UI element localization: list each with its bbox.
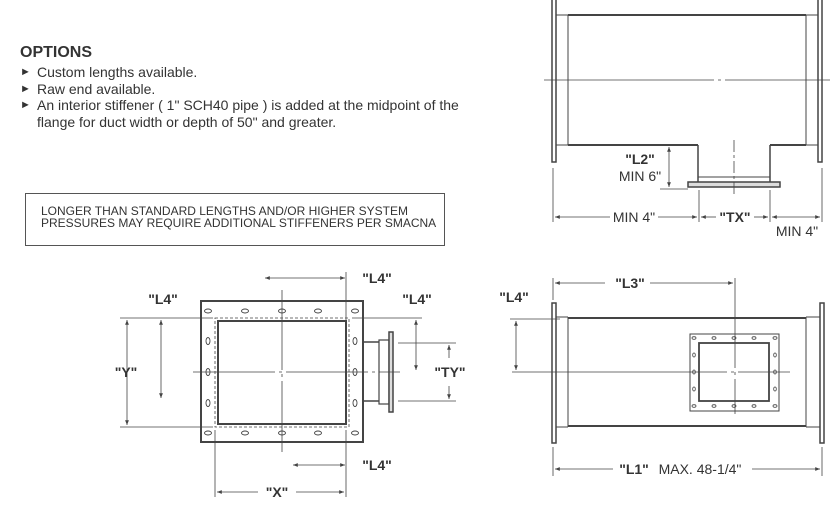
top-view [510, 278, 825, 476]
min-right-label: MIN 4" [776, 223, 818, 239]
x-label: "X" [266, 484, 289, 500]
l2-min-label: MIN 6" [619, 168, 661, 184]
options-section: OPTIONS Custom lengths available. Raw en… [20, 44, 460, 130]
options-list: Custom lengths available. Raw end availa… [20, 64, 460, 130]
option-item: An interior stiffener ( 1" SCH40 pipe ) … [20, 97, 460, 130]
l4-right-label: "L4" [402, 291, 432, 307]
l2-label: "L2" [625, 151, 655, 167]
l3-label: "L3" [615, 275, 645, 291]
l4-bottom-label: "L4" [362, 457, 392, 473]
option-item: Custom lengths available. [20, 64, 460, 81]
l1-label: "L1" [619, 461, 649, 477]
l4-left-label: "L4" [148, 291, 178, 307]
side-view [544, 0, 830, 222]
l4-top-label: "L4" [362, 270, 392, 286]
l4-label: "L4" [499, 289, 529, 305]
options-title: OPTIONS [20, 44, 93, 61]
l1-max-label: MAX. 48-1/4" [659, 461, 742, 477]
ty-label: "TY" [434, 364, 465, 380]
y-label: "Y" [115, 364, 138, 380]
tx-label: "TX" [719, 209, 750, 225]
min-left-label: MIN 4" [613, 209, 655, 225]
end-view [120, 272, 456, 497]
option-item: Raw end available. [20, 81, 460, 98]
stiffener-note: LONGER THAN STANDARD LENGTHS AND/OR HIGH… [25, 193, 445, 246]
